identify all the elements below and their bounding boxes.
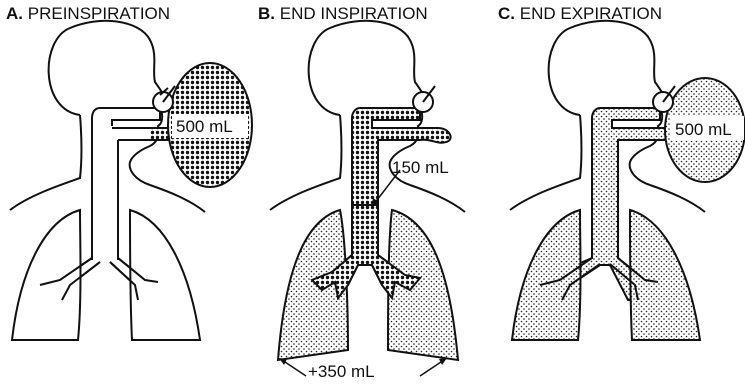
panel-a-figure: [10, 21, 252, 340]
panel-c-letter: C.: [498, 4, 515, 23]
panel-a-title-text: PREINSPIRATION: [28, 4, 170, 23]
panel-a-title: A. PREINSPIRATION: [6, 4, 170, 24]
panel-b-title-text: END INSPIRATION: [280, 4, 428, 23]
panel-c-title-text: END EXPIRATION: [520, 4, 662, 23]
panel-b-dead-space-label: 150 mL: [392, 158, 449, 178]
panel-c-bag-volume-label: 500 mL: [675, 120, 732, 140]
panel-c-figure: [510, 21, 745, 340]
panel-b-figure: [270, 21, 465, 376]
panel-a-bag-volume-label: 500 mL: [176, 117, 233, 137]
panel-b-title: B. END INSPIRATION: [258, 4, 428, 24]
panel-b-letter: B.: [258, 4, 275, 23]
panel-b-alveolar-label: +350 mL: [308, 362, 375, 382]
panel-a-letter: A.: [6, 4, 23, 23]
panel-c-title: C. END EXPIRATION: [498, 4, 662, 24]
